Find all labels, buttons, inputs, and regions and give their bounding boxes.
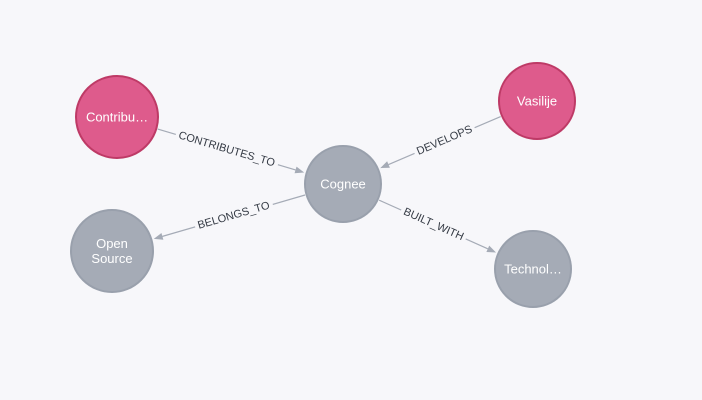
node-circle (304, 145, 382, 223)
edge-arrowhead-icon (153, 233, 164, 240)
node-circle (75, 75, 159, 159)
graph-edge-contributes-to[interactable]: CONTRIBUTES_TO (157, 127, 305, 174)
graph-edge-built-with[interactable]: BUILT_WITH (378, 199, 497, 253)
graph-edge-develops[interactable]: DEVELOPS (380, 115, 501, 169)
edge-label-backing (193, 197, 275, 234)
graph-node-cognee[interactable]: Cognee (304, 145, 382, 223)
graph-edge-belongs-to[interactable]: BELONGS_TO (153, 194, 306, 240)
edge-label-backing (173, 127, 280, 172)
edge-arrowhead-icon (486, 245, 497, 253)
graph-node-vasilije[interactable]: Vasilije (498, 62, 576, 140)
edge-arrowhead-icon (294, 166, 305, 174)
graph-node-contributors[interactable]: Contribu… (75, 75, 159, 159)
node-circle (494, 230, 572, 308)
edge-label-backing (411, 121, 478, 160)
node-circle (498, 62, 576, 140)
graph-node-technologies[interactable]: Technol… (494, 230, 572, 308)
edge-label-backing (398, 203, 469, 246)
edge-arrowhead-icon (380, 161, 390, 169)
node-circle (70, 209, 154, 293)
